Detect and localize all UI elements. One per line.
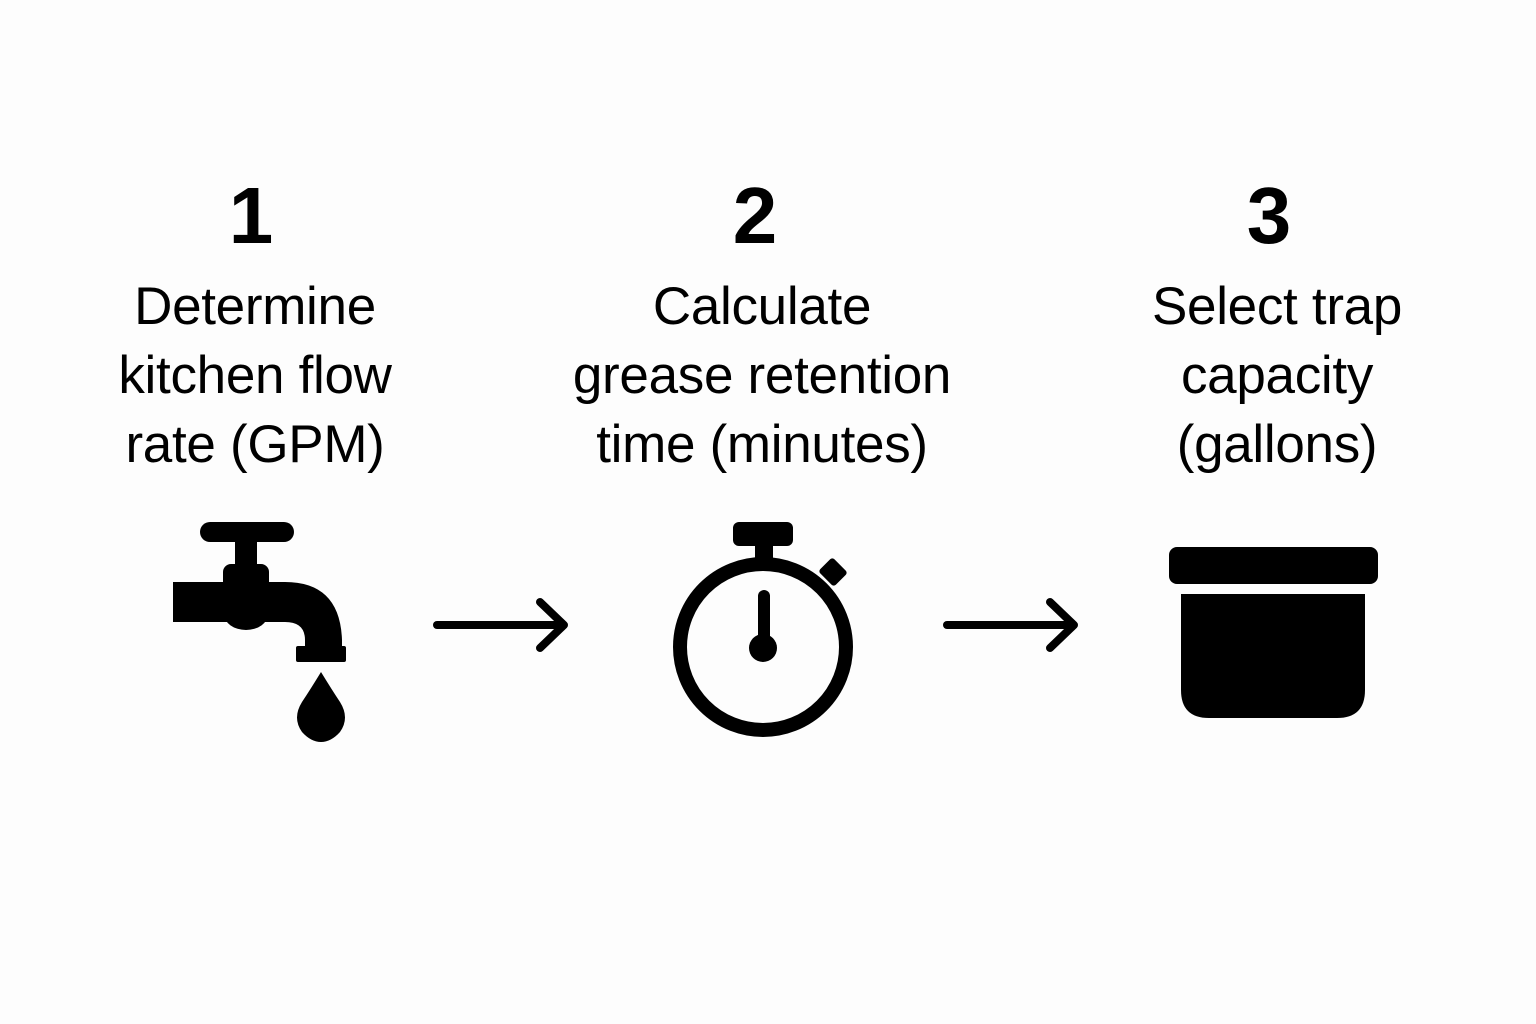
step-2-label-line-1: Calculate — [652, 277, 872, 336]
step-1-label-line-1: Determine — [134, 277, 376, 336]
step-3-label: Select trap capacity (gallons) — [1077, 272, 1477, 479]
step-2-label-line-2: grease retention — [572, 346, 952, 405]
step-2-number: 2 — [732, 171, 778, 260]
step-3-label-line-1: Select trap — [1151, 277, 1403, 336]
step-1-number: 1 — [228, 171, 274, 260]
step-3-label-line-2: capacity — [1180, 346, 1374, 405]
step-2-label-line-3: time (minutes) — [596, 415, 928, 474]
step-3-label-line-3: (gallons) — [1176, 415, 1378, 474]
step-1-label-line-3: rate (GPM) — [125, 415, 385, 474]
step-2-label: Calculate grease retention time (minutes… — [512, 272, 1012, 479]
arrow-right-icon — [433, 598, 568, 652]
step-1-label-line-2: kitchen flow — [118, 346, 392, 405]
stopwatch-icon — [673, 522, 853, 737]
arrow-right-icon — [943, 598, 1078, 652]
container-icon — [1169, 547, 1378, 718]
step-1-label: Determine kitchen flow rate (GPM) — [55, 272, 455, 479]
faucet-icon — [173, 522, 346, 742]
step-3-number: 3 — [1246, 171, 1292, 260]
